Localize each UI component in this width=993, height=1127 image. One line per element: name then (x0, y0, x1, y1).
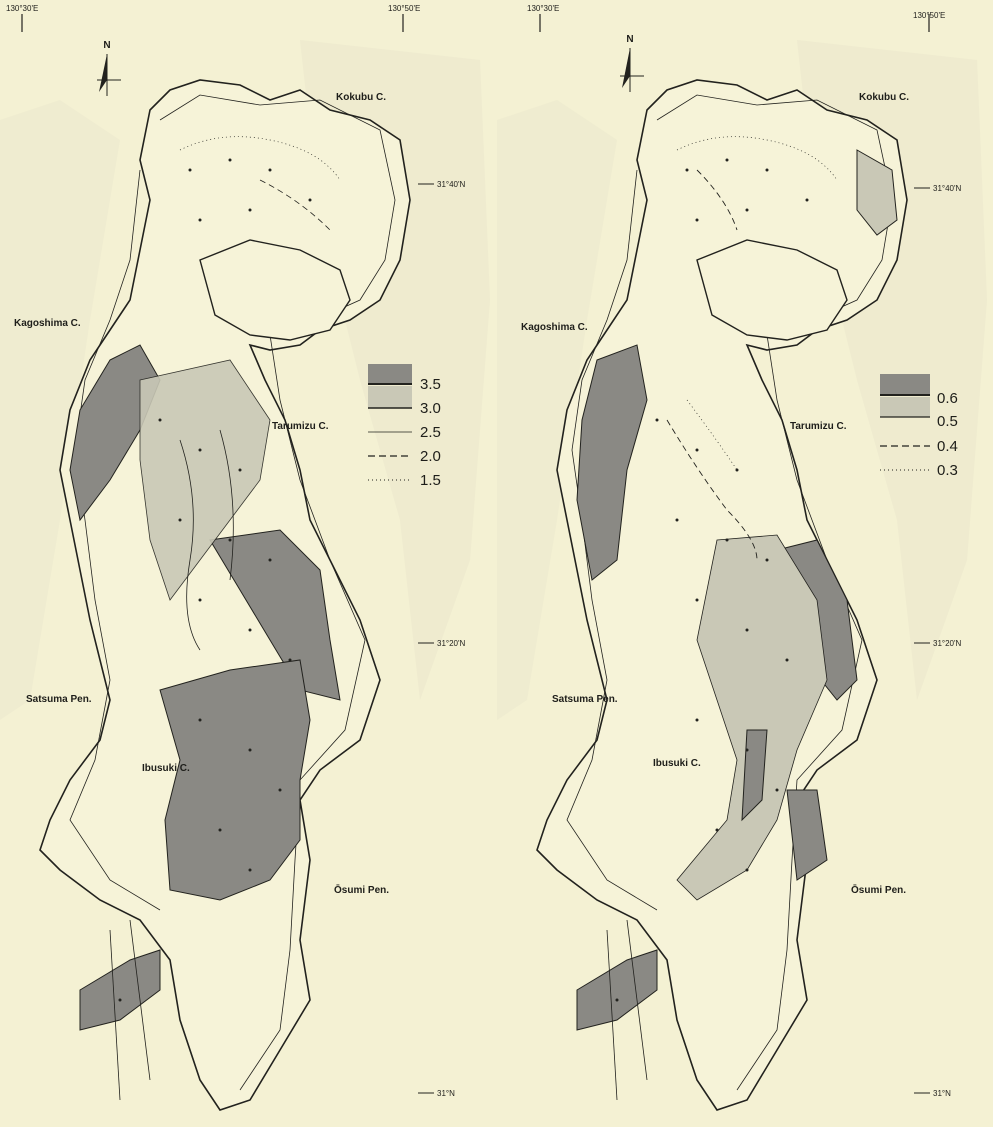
bay-map-left: 130°30'E 130°50'E 31°40'N 31°20'N 31°N N… (0, 4, 490, 1111)
place-satsuma: Satsuma Pen. (26, 694, 92, 705)
legend-value-1: 0.6 (937, 390, 958, 407)
place-satsuma: Satsuma Pen. (552, 694, 618, 705)
station-dots-left (118, 158, 312, 1002)
legend-right: 0.6 0.5 0.4 0.3 (880, 374, 958, 479)
station-dots-right (615, 158, 809, 1002)
legend-value-2: 3.0 (420, 400, 441, 417)
place-ibusuki: Ibusuki C. (142, 763, 190, 774)
place-kokubu: Kokubu C. (859, 92, 909, 103)
contours-left (109, 136, 341, 1101)
lat-label-2: 31°20'N (933, 639, 962, 648)
north-label: N (103, 40, 110, 51)
place-kagoshima: Kagoshima C. (14, 318, 81, 329)
lat-label-1: 31°40'N (437, 180, 466, 189)
legend-value-4: 2.0 (420, 448, 441, 465)
lat-label-3: 31°N (437, 1089, 455, 1098)
lon-label-2: 130°50'E (913, 11, 945, 20)
place-ibusuki: Ibusuki C. (653, 758, 701, 769)
place-osumi: Ōsumi Pen. (334, 884, 389, 896)
place-tarumizu: Tarumizu C. (272, 421, 329, 432)
zones-right (576, 149, 898, 1031)
legend-value-3: 0.4 (937, 438, 958, 455)
lat-label-2: 31°20'N (437, 639, 466, 648)
island (199, 239, 351, 341)
north-arrow: N (620, 34, 644, 92)
lat-label-3: 31°N (933, 1089, 951, 1098)
legend-value-5: 1.5 (420, 472, 441, 489)
map-panel-right: 130°30'E 130°50'E 31°40'N 31°20'N 31°N N… (497, 0, 993, 1127)
legend-value-1: 3.5 (420, 376, 441, 393)
island (696, 239, 848, 341)
lon-label-1: 130°30'E (6, 4, 38, 13)
contours-right (606, 136, 838, 1101)
lat-label-1: 31°40'N (933, 184, 962, 193)
north-label: N (626, 34, 633, 45)
legend-value-3: 2.5 (420, 424, 441, 441)
place-kagoshima: Kagoshima C. (521, 322, 588, 333)
legend-value-2: 0.5 (937, 413, 958, 430)
north-arrow: N (97, 40, 121, 96)
bay-map-right: 130°30'E 130°50'E 31°40'N 31°20'N 31°N N… (497, 4, 987, 1111)
legend-left: 3.5 3.0 2.5 2.0 1.5 (368, 364, 441, 489)
legend-value-4: 0.3 (937, 462, 958, 479)
coastline (39, 79, 411, 1111)
place-kokubu: Kokubu C. (336, 92, 386, 103)
lon-label-1: 130°30'E (527, 4, 559, 13)
map-panel-left: 130°30'E 130°50'E 31°40'N 31°20'N 31°N N… (0, 0, 496, 1127)
place-osumi: Ōsumi Pen. (851, 884, 906, 896)
place-tarumizu: Tarumizu C. (790, 421, 847, 432)
zones-left (69, 344, 341, 1031)
lon-label-2: 130°50'E (388, 4, 420, 13)
